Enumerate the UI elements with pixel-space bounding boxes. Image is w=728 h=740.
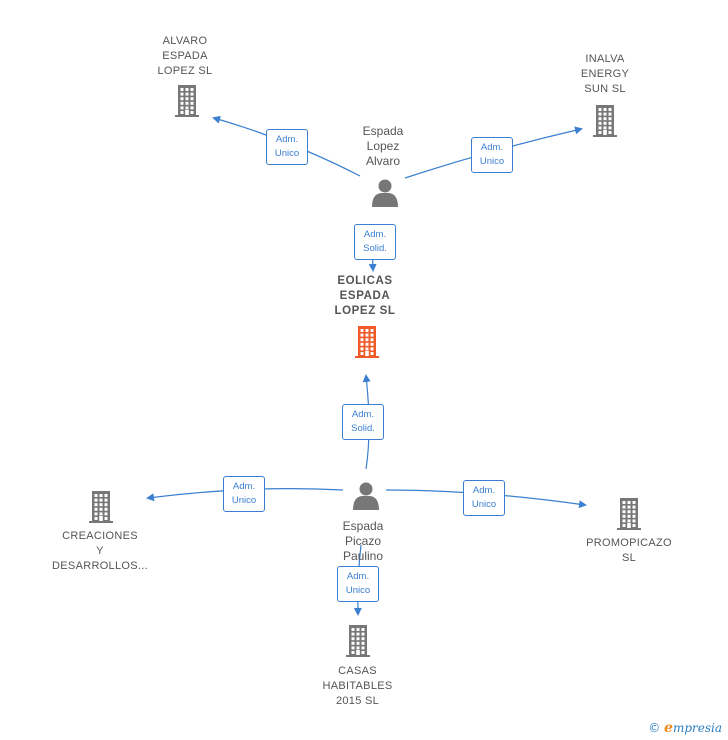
node-label-espada-picazo-paulino[interactable]: Espada Picazo Paulino	[342, 519, 384, 563]
brand-logo-e: e	[664, 720, 673, 736]
person-icon[interactable]	[353, 482, 379, 511]
node-label-alvaro-espada-lopez[interactable]: ALVARO ESPADA LOPEZ SL	[157, 35, 213, 77]
brand-name: mpresia	[672, 721, 722, 735]
node-label-casas-habitables-2015[interactable]: CASAS HABITABLES 2015 SL	[322, 665, 393, 707]
role-badge-adm-unico[interactable]: Adm. Unico	[223, 476, 265, 512]
building-icon[interactable]	[593, 105, 617, 137]
footer-brand: © empresia	[648, 720, 722, 736]
node-label-creaciones-y-desarrollos[interactable]: CREACIONES Y DESARROLLOS...	[52, 530, 148, 572]
role-badge-adm-solid[interactable]: Adm. Solid.	[342, 404, 384, 440]
building-icon[interactable]	[175, 85, 199, 117]
role-badge-adm-unico[interactable]: Adm. Unico	[337, 566, 379, 602]
building-icon[interactable]	[346, 625, 370, 657]
role-badge-adm-unico[interactable]: Adm. Unico	[463, 480, 505, 516]
role-badge-adm-unico[interactable]: Adm. Unico	[471, 137, 513, 173]
node-label-espada-lopez-alvaro[interactable]: Espada Lopez Alvaro	[362, 124, 404, 168]
node-label-inalva-energy-sun[interactable]: INALVA ENERGY SUN SL	[580, 53, 630, 95]
role-badge-adm-unico[interactable]: Adm. Unico	[266, 129, 308, 165]
building-icon[interactable]	[355, 326, 379, 358]
copyright-symbol: ©	[648, 721, 661, 735]
role-badge-adm-solid[interactable]: Adm. Solid.	[354, 224, 396, 260]
building-icon[interactable]	[89, 491, 113, 523]
node-label-eolicas-espada-lopez[interactable]: EOLICAS ESPADA LOPEZ SL	[334, 275, 396, 317]
building-icon[interactable]	[617, 498, 641, 530]
person-icon[interactable]	[372, 179, 398, 208]
node-label-promopicazo[interactable]: PROMOPICAZO SL	[586, 537, 672, 564]
